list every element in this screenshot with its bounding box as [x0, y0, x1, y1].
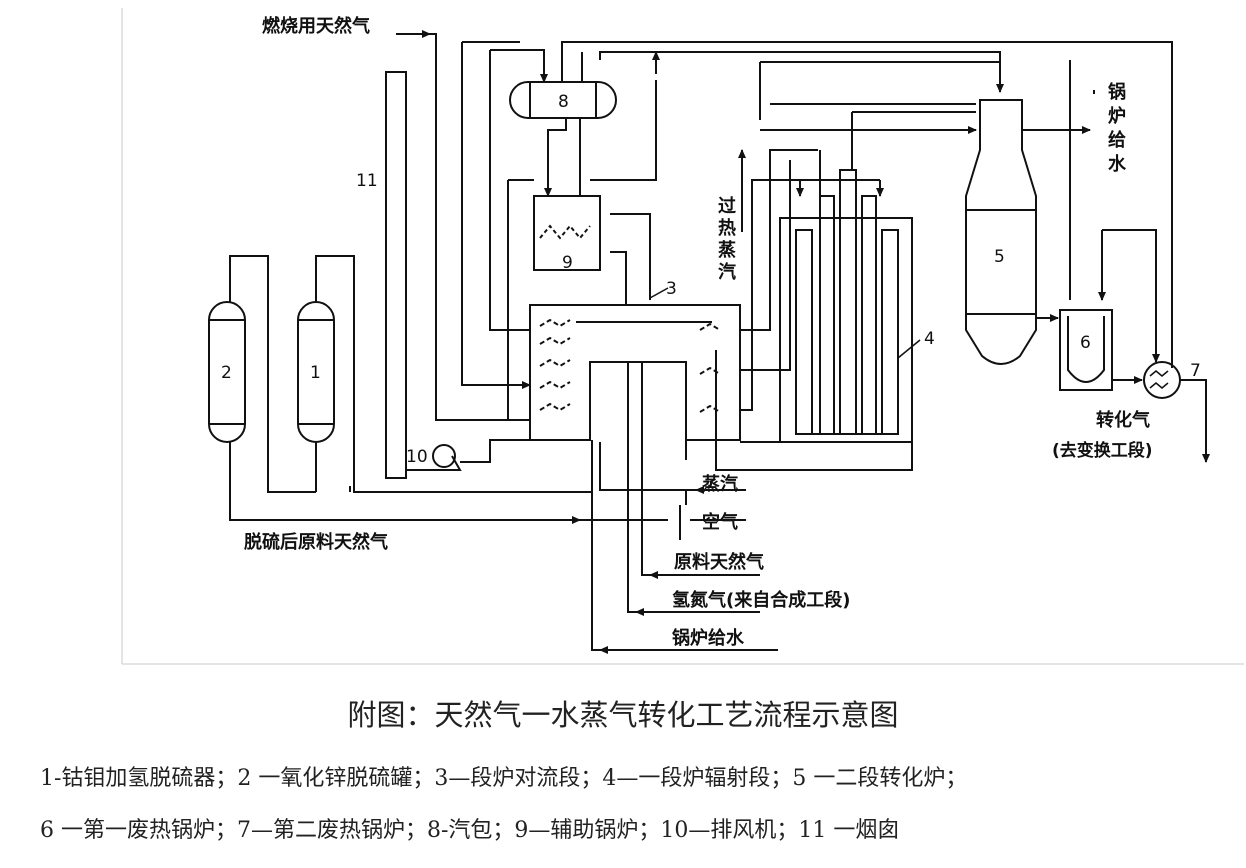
- label-equipment-9: 9: [562, 253, 573, 273]
- label-equipment-6: 6: [1080, 333, 1091, 353]
- process-flow-diagram: 1 2 3 4 5 6 7 8 9 10 11 燃烧用天然气 脱硫后原料天然气 …: [121, 8, 1244, 665]
- label-equipment-5: 5: [994, 247, 1005, 267]
- figure-caption: 附图：天然气一水蒸气转化工艺流程示意图: [347, 698, 899, 732]
- label-equipment-3: 3: [666, 279, 677, 299]
- label-desulfurized-feed-gas: 脱硫后原料天然气: [244, 531, 388, 553]
- label-equipment-1: 1: [310, 363, 321, 383]
- label-fuel-gas: 燃烧用天然气: [262, 15, 370, 37]
- label-boiler-feed-water-bottom: 锅炉给水: [672, 627, 745, 649]
- label-boiler-feed-water-top: 锅 炉 给 水: [1108, 81, 1132, 175]
- label-feed-gas-inlet: 原料天然气: [674, 551, 764, 573]
- convection-section: [529, 287, 741, 441]
- legend-line-2: 6 一第一废热锅炉；7—第二废热锅炉；8-汽包；9—辅助锅炉；10—排风机；11…: [40, 818, 900, 843]
- secondary-reformer: [965, 99, 1037, 365]
- radiant-section: [779, 169, 921, 443]
- image-frame: [121, 8, 1244, 665]
- label-steam-inlet: 蒸汽: [702, 473, 738, 495]
- label-to-shift-section: (去变换工段): [1052, 440, 1153, 461]
- label-hn-gas-inlet: 氢氮气(来自合成工段): [672, 589, 850, 611]
- label-equipment-11: 11: [356, 171, 378, 191]
- auxiliary-boiler: [533, 195, 601, 271]
- chimney: [385, 71, 407, 479]
- piping: [229, 30, 1210, 654]
- label-air-inlet: 空气: [702, 511, 738, 533]
- label-equipment-7: 7: [1190, 361, 1201, 381]
- induced-draft-fan: [428, 444, 462, 471]
- second-waste-heat-boiler: [1143, 361, 1181, 399]
- label-superheated-steam: 过 热 蒸 汽: [718, 195, 742, 283]
- label-reformed-gas: 转化气: [1096, 409, 1150, 431]
- label-equipment-10: 10: [406, 447, 428, 467]
- zinc-oxide-desulfurizer: [208, 301, 246, 443]
- first-waste-heat-boiler: [1059, 309, 1113, 391]
- label-equipment-2: 2: [221, 363, 232, 383]
- legend-line-1: 1-钴钼加氢脱硫器；2 一氧化锌脱硫罐；3—段炉对流段；4—一段炉辐射段；5 一…: [40, 766, 968, 791]
- label-equipment-4: 4: [924, 329, 935, 349]
- label-equipment-8: 8: [558, 92, 569, 112]
